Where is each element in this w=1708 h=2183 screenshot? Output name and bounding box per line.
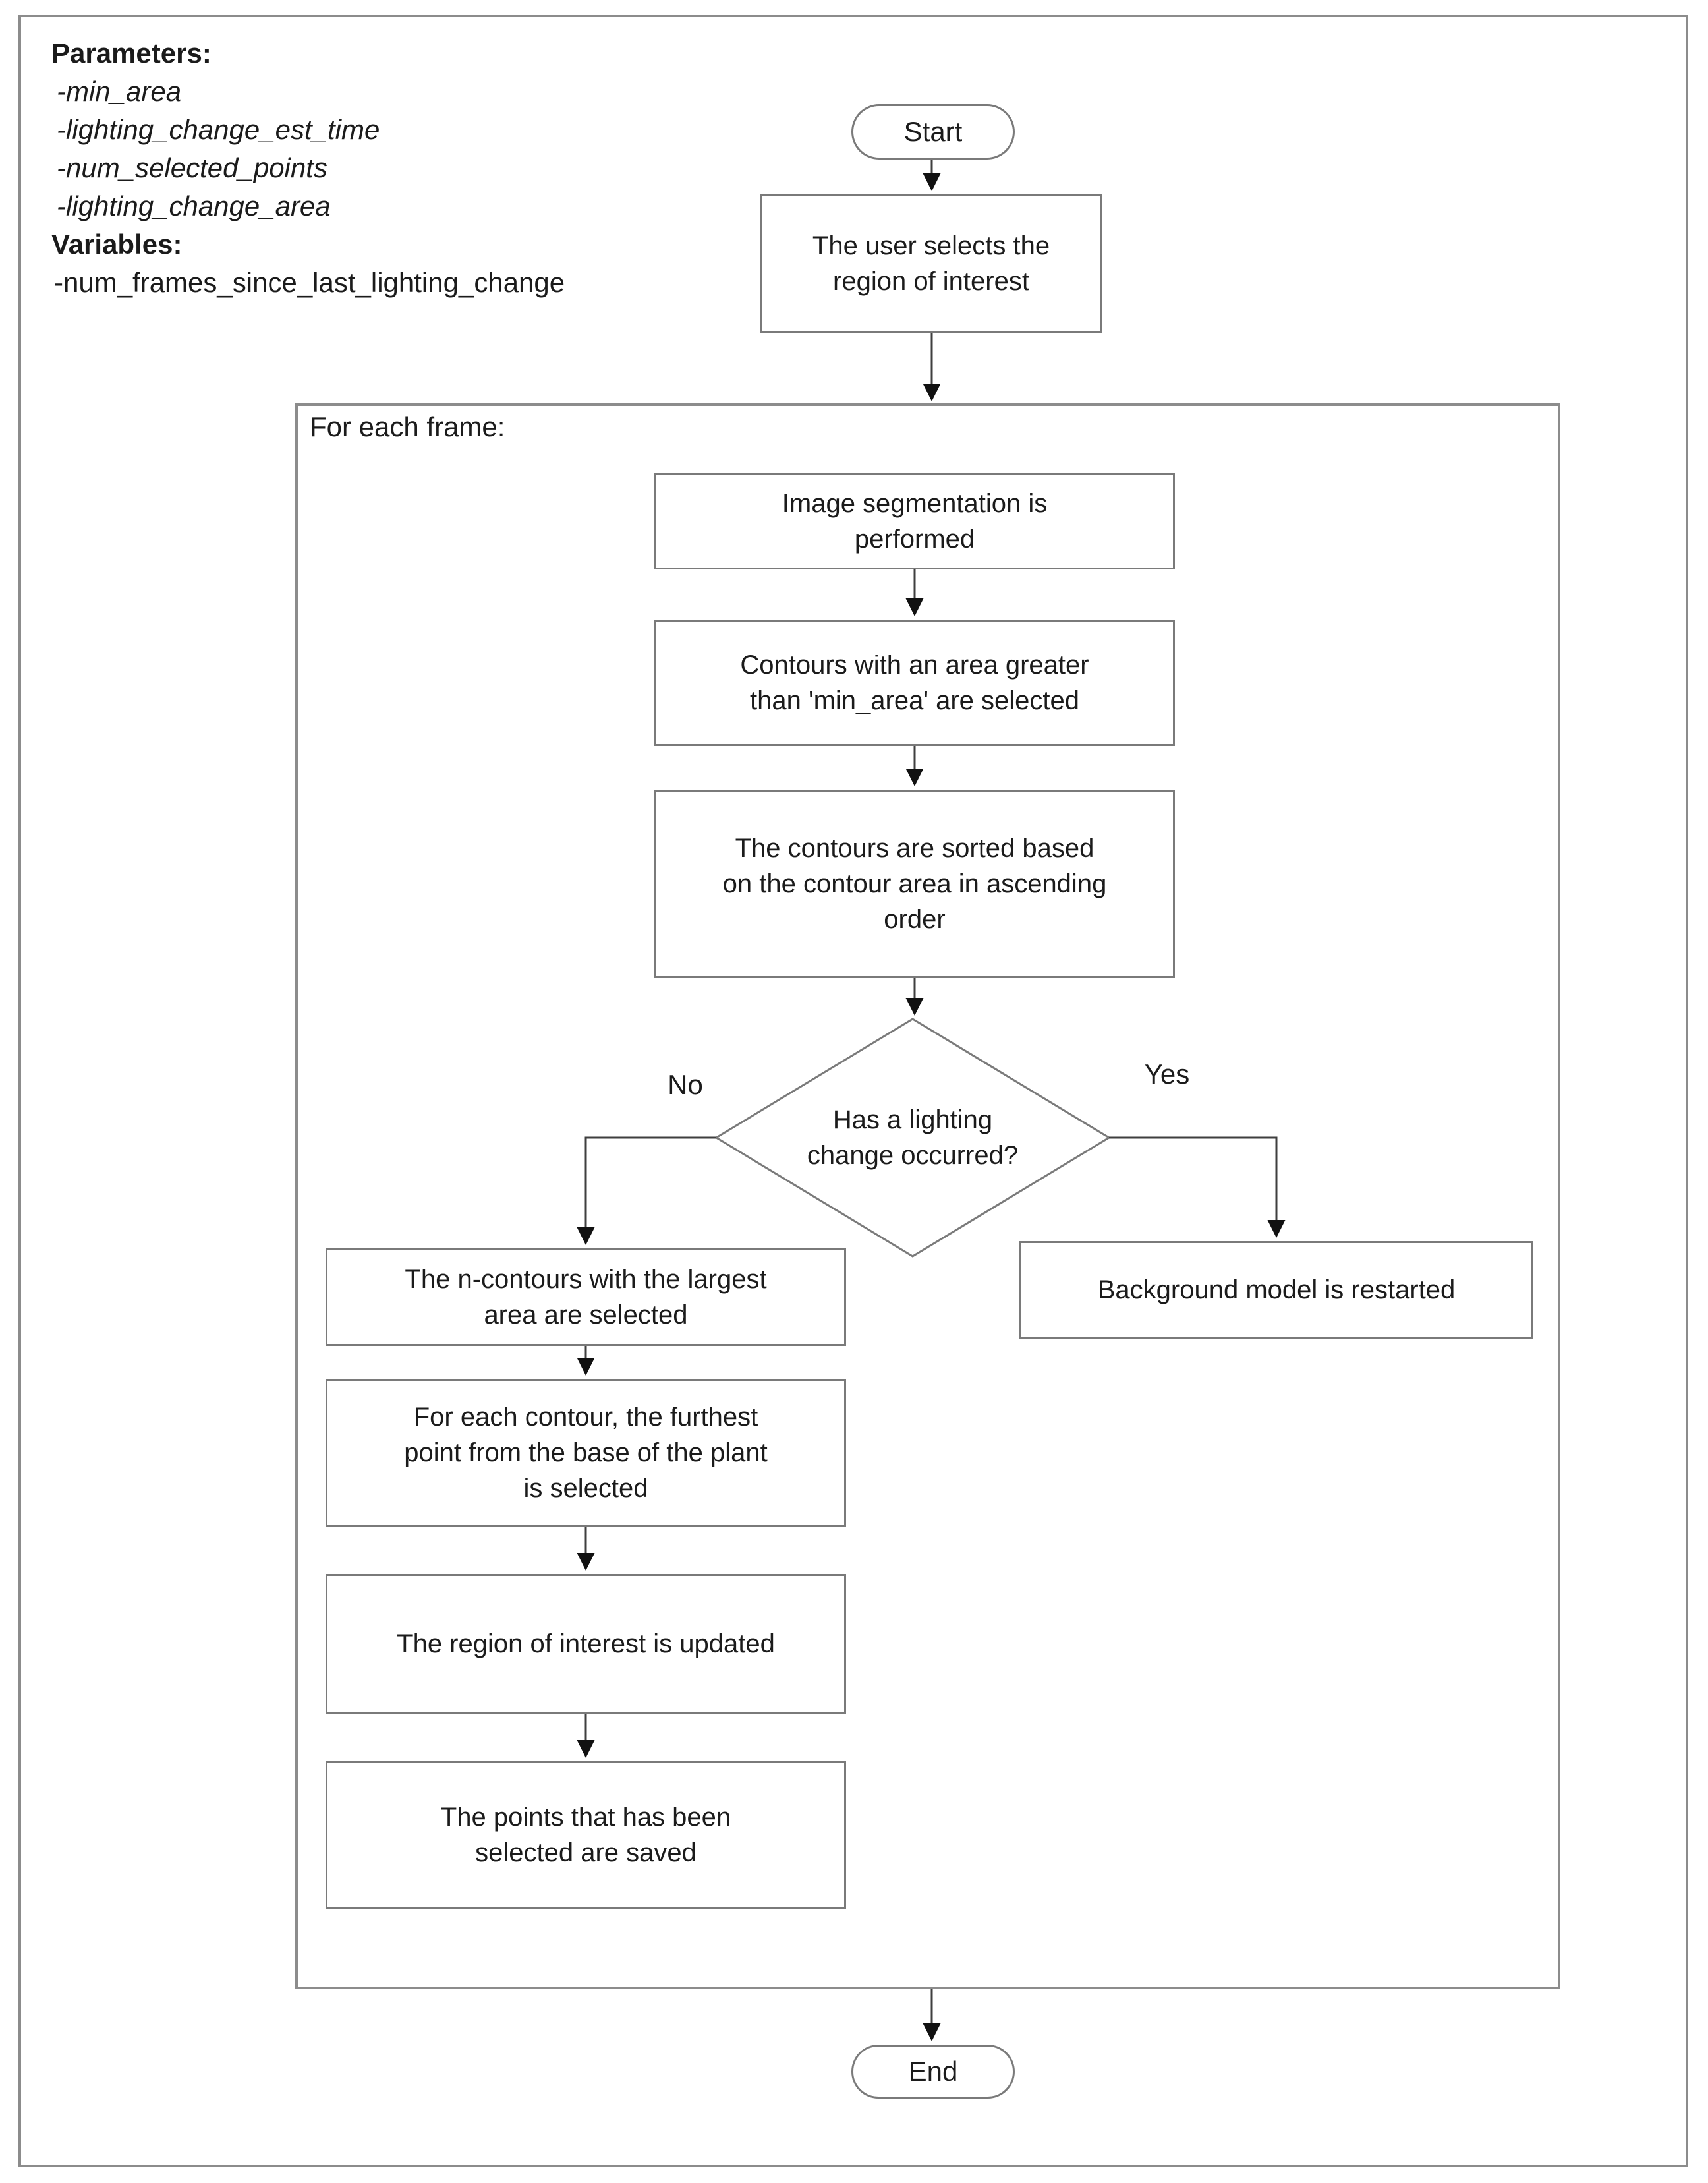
arrow-decision-yes-branch: [1109, 1136, 1286, 1238]
node-points-saved: The points that has been selected are sa…: [326, 1761, 846, 1909]
node-furthest-point: For each contour, the furthest point fro…: [326, 1379, 846, 1527]
node-n-contours: The n-contours with the largest area are…: [326, 1248, 846, 1346]
loop-label: For each frame:: [310, 411, 505, 442]
node-contours-sorted: The contours are sorted based on the con…: [654, 790, 1175, 978]
parameter-item: -min_area: [57, 75, 182, 107]
parameter-item: -lighting_change_area: [57, 190, 331, 221]
node-background-restart: Background model is restarted: [1019, 1241, 1533, 1339]
parameters-heading: Parameters:: [51, 38, 212, 69]
variable-item: -num_frames_since_last_lighting_change: [54, 266, 565, 298]
loop-container: [295, 403, 1560, 1989]
label-no: No: [668, 1069, 703, 1100]
node-contours-min-area: Contours with an area greater than 'min_…: [654, 620, 1175, 746]
decision-diamond-shape: [714, 1018, 1111, 1258]
node-roi-updated: The region of interest is updated: [326, 1574, 846, 1714]
decision-lighting-change: Has a lighting change occurred?: [807, 1105, 1019, 1170]
node-end: End: [851, 2045, 1015, 2099]
notes-block: Parameters: -min_area -lighting_change_e…: [51, 34, 565, 302]
variables-heading: Variables:: [51, 228, 183, 260]
node-segmentation: Image segmentation is performed: [654, 473, 1175, 569]
arrow-decision-no-branch: [577, 1136, 716, 1245]
label-yes: Yes: [1144, 1059, 1190, 1090]
page-border: [18, 15, 1688, 2167]
node-start: Start: [851, 104, 1015, 160]
parameter-item: -num_selected_points: [57, 152, 327, 183]
node-select-roi: The user selects the region of interest: [760, 194, 1102, 333]
parameter-item: -lighting_change_est_time: [57, 113, 380, 145]
